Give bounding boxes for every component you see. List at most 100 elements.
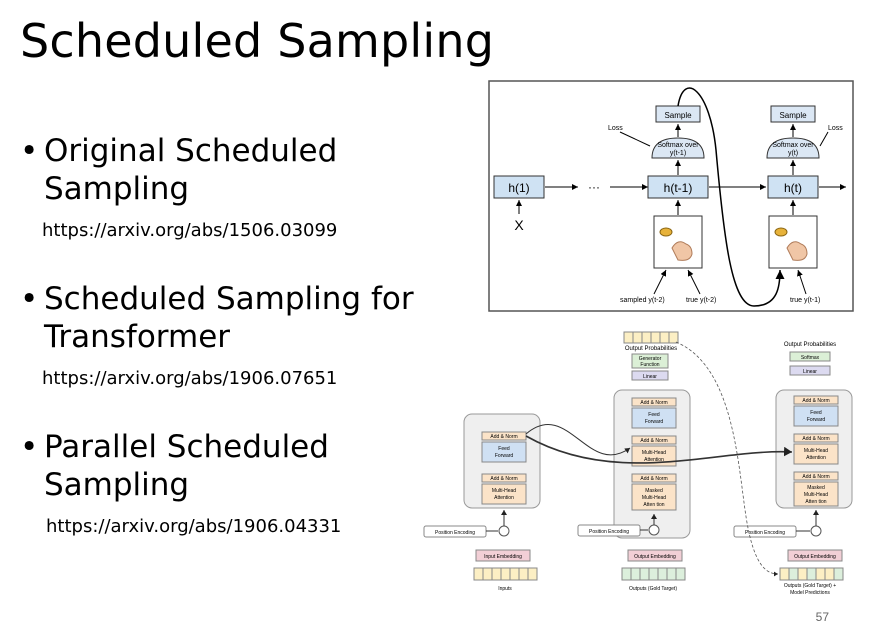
input-embedding-box — [475, 549, 531, 562]
bullet-dot: • — [20, 281, 39, 317]
dec-b-masked-l3: Atten tion — [805, 499, 826, 505]
inputs-label: Inputs — [498, 586, 512, 592]
dec-a-masked-l1: Masked — [645, 488, 663, 494]
generator-label2: Function — [640, 362, 659, 368]
input-tokens — [473, 567, 538, 581]
softmax-b-label2: y(t) — [788, 150, 798, 157]
hand-icon — [671, 241, 693, 261]
bullet-original-scheduled-sampling: • Original Scheduled Sampling — [20, 132, 337, 208]
enc-ffn-l1: Feed — [498, 446, 510, 452]
enc-ffn-l2: Forward — [495, 453, 514, 459]
dec-b-masked-l1: Masked — [807, 485, 825, 491]
output-embedding-box-a — [627, 549, 683, 562]
dec-b-addnorm-1: Add & Norm — [802, 398, 829, 404]
sampled-label: sampled y(t-2) — [620, 297, 665, 304]
sample-node-b — [770, 105, 816, 123]
coin-icon — [659, 227, 673, 237]
loss-label-a: Loss — [608, 125, 623, 132]
bullet-scheduled-sampling-transformer: • Scheduled Sampling for Transformer — [20, 280, 414, 356]
transformer-scheduled-sampling-figure: Output Probabilities Generator Function … — [423, 331, 853, 596]
bullet-text-line1: Scheduled Sampling for — [44, 281, 414, 317]
sample-feedback-arrow — [677, 87, 785, 307]
rnn-cell-h1 — [493, 175, 545, 199]
encoder-to-decoder-b-arrow — [525, 435, 793, 464]
position-encoding-label-1: Position Encoding — [435, 530, 475, 536]
sample-a-label: Sample — [664, 111, 692, 120]
dec-b-ffn-l1: Feed — [810, 410, 822, 416]
enc-addnorm-top: Add & Norm — [490, 434, 517, 440]
bullet-parallel-scheduled-sampling: • Parallel Scheduled Sampling — [20, 428, 329, 504]
outputs-mix-label1: Outputs (Gold Target) + — [784, 583, 836, 589]
link-original-scheduled-sampling[interactable]: https://arxiv.org/abs/1506.03099 — [42, 220, 338, 241]
input-x-label: X — [514, 217, 524, 233]
dec-b-addnorm-2: Add & Norm — [802, 436, 829, 442]
rnn-cell-ht-1 — [647, 175, 709, 199]
dec-a-masked-l3: Atten tion — [643, 502, 664, 508]
outputs-mix-label2: Model Predictions — [790, 590, 830, 596]
dec-a-addnorm-3: Add & Norm — [640, 476, 667, 482]
output-embedding-label-b: Output Embedding — [794, 554, 836, 560]
gold-target-tokens — [621, 567, 686, 581]
output-embedding-box-b — [787, 549, 843, 562]
link-scheduled-sampling-transformer[interactable]: https://arxiv.org/abs/1906.07651 — [42, 368, 338, 389]
predictions-feedback-arrow — [675, 341, 779, 577]
dec-a-mha-l2: Attention — [644, 457, 664, 463]
bullet-text-line2: Transformer — [44, 319, 231, 355]
output-probabilities-label-a: Output Probabilities — [625, 346, 677, 352]
sample-b-label: Sample — [779, 111, 807, 120]
input-embedding-label: Input Embedding — [484, 554, 522, 560]
position-encoding-label-2: Position Encoding — [589, 529, 629, 535]
ellipsis-label: ··· — [588, 180, 600, 194]
hand-icon — [786, 241, 808, 261]
bullet-dot: • — [20, 133, 39, 169]
dec-b-masked-l2: Multi-Head — [804, 492, 828, 498]
enc-mha-l1: Multi-Head — [492, 488, 516, 494]
rnn-cell-ht-label: h(t) — [784, 181, 802, 195]
link-parallel-scheduled-sampling[interactable]: https://arxiv.org/abs/1906.04331 — [46, 516, 342, 537]
output-probabilities-label-b: Output Probabilities — [784, 342, 836, 348]
bullet-text-line2: Sampling — [44, 467, 190, 503]
generator-function-box — [631, 353, 669, 369]
loss-label-b: Loss — [828, 125, 843, 132]
softmax-a-label1: Softmax over — [657, 142, 699, 149]
dec-b-mha-l2: Attention — [806, 455, 826, 461]
dec-a-mha-l1: Multi-Head — [642, 450, 666, 456]
outputs-gold-label: Outputs (Gold Target) — [629, 586, 677, 592]
true-label-a: true y(t-2) — [686, 297, 716, 304]
enc-mha-l2: Attention — [494, 495, 514, 501]
bullet-text-line1: Parallel Scheduled — [44, 429, 329, 465]
page-number: 57 — [815, 610, 829, 624]
dec-a-ffn-l2: Forward — [645, 419, 664, 425]
softmax-a-label2: y(t-1) — [670, 150, 686, 157]
dec-a-masked-l2: Multi-Head — [642, 495, 666, 501]
rnn-cell-h1-label: h(1) — [508, 181, 529, 195]
bullet-dot: • — [20, 429, 39, 465]
dec-a-addnorm-1: Add & Norm — [640, 400, 667, 406]
mixed-tokens — [779, 567, 844, 581]
encoder-to-decoder-a-arrow — [525, 424, 631, 456]
rnn-scheduled-sampling-figure: h(1) X ··· h(t-1) h(t) Softmax over y(t-… — [488, 80, 854, 312]
slide-title: Scheduled Sampling — [20, 14, 495, 68]
linear-label-b: Linear — [803, 369, 817, 375]
softmax-box — [789, 351, 831, 362]
dec-b-addnorm-3: Add & Norm — [802, 474, 829, 480]
position-encoding-label-3: Position Encoding — [745, 530, 785, 536]
enc-addnorm-bottom: Add & Norm — [490, 476, 517, 482]
rnn-cell-ht-1-label: h(t-1) — [664, 181, 693, 195]
softmax-label: Softmax — [801, 355, 820, 361]
add-op-icon — [810, 525, 822, 537]
coin-icon — [774, 227, 788, 237]
softmax-node-b — [766, 137, 820, 159]
generator-label1: Generator — [639, 356, 662, 362]
bullet-text-line2: Sampling — [44, 171, 190, 207]
output-probability-tokens-a — [623, 331, 679, 344]
bullet-text-line1: Original Scheduled — [44, 133, 338, 169]
linear-box-a — [631, 370, 669, 381]
rnn-cell-ht — [767, 175, 819, 199]
dec-b-ffn-l2: Forward — [807, 417, 826, 423]
output-embedding-label-a: Output Embedding — [634, 554, 676, 560]
softmax-node-a — [651, 137, 705, 159]
dec-a-ffn-l1: Feed — [648, 412, 660, 418]
add-op-icon — [648, 524, 660, 536]
dec-a-addnorm-2: Add & Norm — [640, 438, 667, 444]
